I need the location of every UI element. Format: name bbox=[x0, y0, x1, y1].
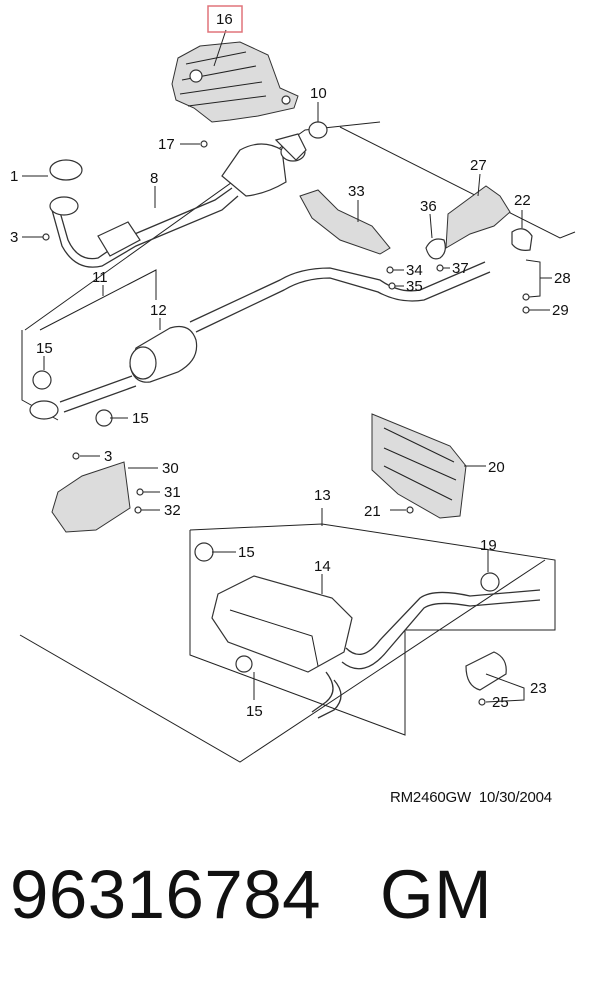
rubber-hanger-19[interactable] bbox=[480, 572, 500, 592]
washer-28[interactable] bbox=[522, 293, 530, 301]
callout-labels: 16 10 17 1 8 3 11 12 15 15 3 30 31 32 33… bbox=[10, 11, 571, 720]
heat-shield-30[interactable] bbox=[51, 461, 131, 533]
callout-15-b: 15 bbox=[132, 410, 149, 427]
drawing-date: 10/30/2004 bbox=[478, 789, 552, 806]
washer-34[interactable] bbox=[386, 266, 394, 274]
callout-23: 23 bbox=[530, 680, 547, 697]
callout-15-a: 15 bbox=[36, 340, 53, 357]
heat-shield-20[interactable] bbox=[371, 413, 467, 519]
callout-17: 17 bbox=[158, 136, 175, 153]
callout-11: 11 bbox=[92, 269, 108, 286]
callout-31: 31 bbox=[164, 484, 181, 501]
callout-28: 28 bbox=[554, 270, 571, 287]
rubber-hanger-15b[interactable] bbox=[95, 409, 113, 427]
lower-assembly-frame bbox=[19, 559, 546, 763]
callout-30: 30 bbox=[162, 460, 179, 477]
upper-assembly-frame-right bbox=[339, 126, 576, 239]
callout-21: 21 bbox=[364, 503, 381, 520]
nut-3a[interactable] bbox=[42, 233, 50, 241]
clamp-36[interactable] bbox=[425, 238, 446, 260]
heat-shield-27[interactable] bbox=[445, 185, 511, 249]
callout-16: 16 bbox=[216, 11, 233, 28]
callout-37: 37 bbox=[452, 260, 469, 277]
callout-1: 1 bbox=[10, 168, 18, 185]
bolt-21[interactable] bbox=[406, 506, 414, 514]
callout-15-d: 15 bbox=[246, 703, 263, 720]
tailpipe-tip-23[interactable] bbox=[465, 651, 507, 691]
bracket-22[interactable] bbox=[511, 228, 533, 251]
tail-pipe bbox=[341, 589, 541, 670]
callout-3-lower: 3 bbox=[104, 448, 112, 465]
callout-3-upper: 3 bbox=[10, 229, 18, 246]
part-number: 96316784 bbox=[10, 856, 321, 933]
drawing-code: RM2460GW bbox=[390, 789, 471, 806]
exhaust-system-diagram: 16 10 17 1 8 3 11 12 15 15 3 30 31 32 33… bbox=[10, 5, 576, 763]
callout-13: 13 bbox=[314, 487, 331, 504]
callout-25: 25 bbox=[492, 694, 509, 711]
heat-shield-33[interactable] bbox=[299, 189, 391, 255]
callout-10: 10 bbox=[310, 85, 327, 102]
rubber-hanger-15d[interactable] bbox=[235, 655, 253, 673]
washer-31[interactable] bbox=[136, 488, 144, 496]
nut-29[interactable] bbox=[522, 306, 530, 314]
callout-14: 14 bbox=[314, 558, 331, 575]
callout-12: 12 bbox=[150, 302, 167, 319]
catalytic-converter[interactable] bbox=[221, 133, 307, 197]
part-16-highlight-box bbox=[207, 5, 243, 33]
rubber-hanger-15a[interactable] bbox=[32, 370, 52, 390]
drawing-reference: RM2460GW 10/30/2004 bbox=[390, 789, 552, 806]
intermediate-pipe-12[interactable] bbox=[29, 261, 491, 420]
bolt-32[interactable] bbox=[134, 506, 142, 514]
group-11-bracket bbox=[39, 269, 157, 331]
front-pipe-8[interactable] bbox=[49, 159, 239, 268]
part-number-line: 96316784 GM bbox=[10, 855, 492, 934]
rear-muffler-14[interactable] bbox=[211, 575, 353, 673]
upper-assembly-frame bbox=[24, 121, 381, 331]
callout-36: 36 bbox=[420, 198, 437, 215]
callout-15-c: 15 bbox=[238, 544, 255, 561]
callout-27: 27 bbox=[470, 157, 487, 174]
callout-20: 20 bbox=[488, 459, 505, 476]
bolt-17[interactable] bbox=[200, 140, 208, 148]
callout-33: 33 bbox=[348, 183, 365, 200]
heat-shield-16[interactable] bbox=[171, 41, 299, 123]
bolt-35[interactable] bbox=[388, 282, 396, 290]
nut-3b[interactable] bbox=[72, 452, 80, 460]
outlet-pipe bbox=[311, 671, 342, 719]
callout-32: 32 bbox=[164, 502, 181, 519]
bolt-25[interactable] bbox=[478, 698, 486, 706]
callout-8: 8 bbox=[150, 170, 158, 187]
callout-29: 29 bbox=[552, 302, 569, 319]
rubber-hanger-15c[interactable] bbox=[194, 542, 214, 562]
callout-34: 34 bbox=[406, 262, 423, 279]
callout-22: 22 bbox=[514, 192, 531, 209]
gasket-10[interactable] bbox=[308, 121, 328, 139]
callout-19: 19 bbox=[480, 537, 497, 554]
callout-35: 35 bbox=[406, 278, 423, 295]
manufacturer: GM bbox=[380, 856, 493, 933]
group-13-frame bbox=[189, 523, 556, 736]
leader-lines bbox=[22, 29, 552, 703]
nut-37[interactable] bbox=[436, 264, 444, 272]
